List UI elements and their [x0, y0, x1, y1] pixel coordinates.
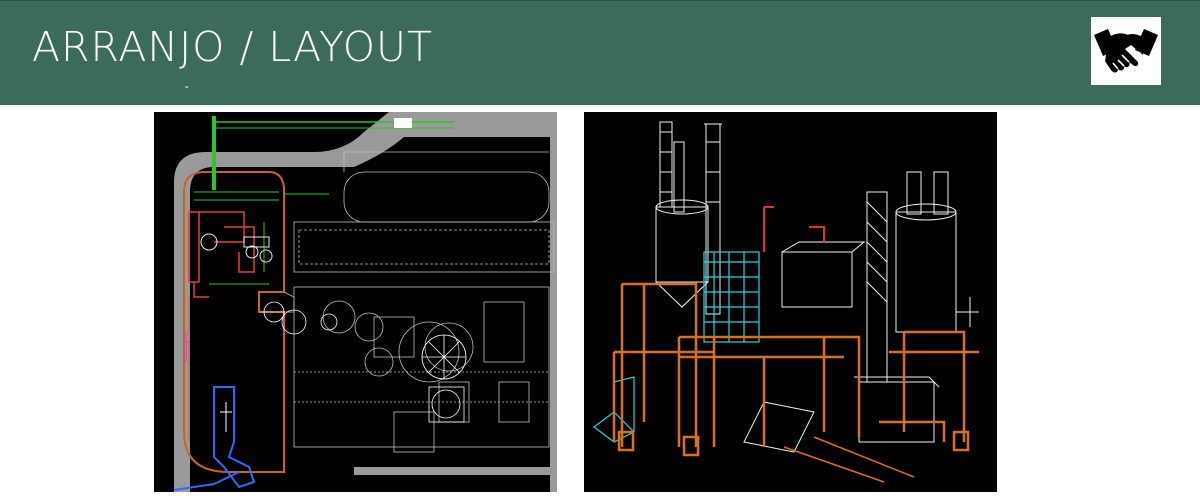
header-mark: =	[185, 85, 189, 91]
header-bar: ARRANJO / LAYOUT =	[0, 0, 1200, 105]
handshake-logo	[1091, 17, 1161, 85]
plant-3d-model-image	[584, 112, 997, 492]
page-title: ARRANJO / LAYOUT	[32, 23, 434, 71]
layout-floor-plan-image	[154, 112, 557, 492]
handshake-icon	[1094, 29, 1158, 73]
